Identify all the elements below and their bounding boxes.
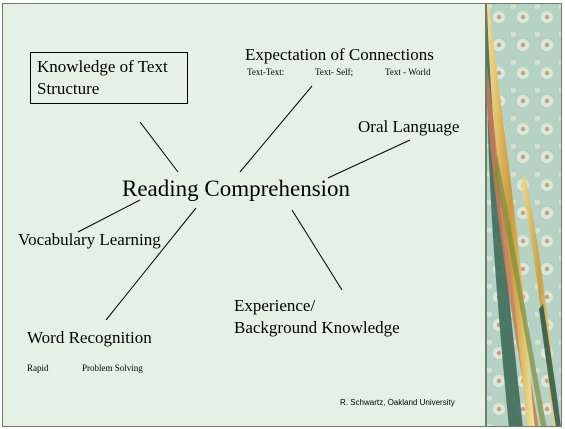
decorative-floral-pattern bbox=[487, 4, 561, 426]
node-experience-line2: Background Knowledge bbox=[234, 318, 400, 337]
text-structure-box bbox=[30, 52, 188, 104]
center-node-reading-comprehension: Reading Comprehension bbox=[122, 176, 351, 201]
node-connections-title: Expectation of Connections bbox=[245, 45, 434, 64]
node-connections-sub-text-text: Text-Text: bbox=[247, 67, 285, 77]
node-text-structure-line2: Structure bbox=[37, 79, 100, 98]
node-text-structure-line1: Knowledge of Text bbox=[37, 57, 168, 76]
footer-credit: R. Schwartz, Oakland University bbox=[340, 398, 455, 407]
node-oral-language: Oral Language bbox=[358, 117, 460, 136]
decorative-side-panel bbox=[486, 3, 562, 427]
node-connections-sub-text-self: Text- Self; bbox=[315, 67, 354, 77]
node-experience-line1: Experience/ bbox=[234, 296, 316, 315]
node-word-recognition: Word Recognition bbox=[27, 328, 152, 347]
node-word-recognition-sub-rapid: Rapid bbox=[27, 363, 49, 373]
node-connections-sub-text-world: Text - World bbox=[385, 67, 431, 77]
node-vocabulary-learning: Vocabulary Learning bbox=[18, 230, 161, 249]
node-word-recognition-sub-problem-solving: Problem Solving bbox=[82, 363, 143, 373]
